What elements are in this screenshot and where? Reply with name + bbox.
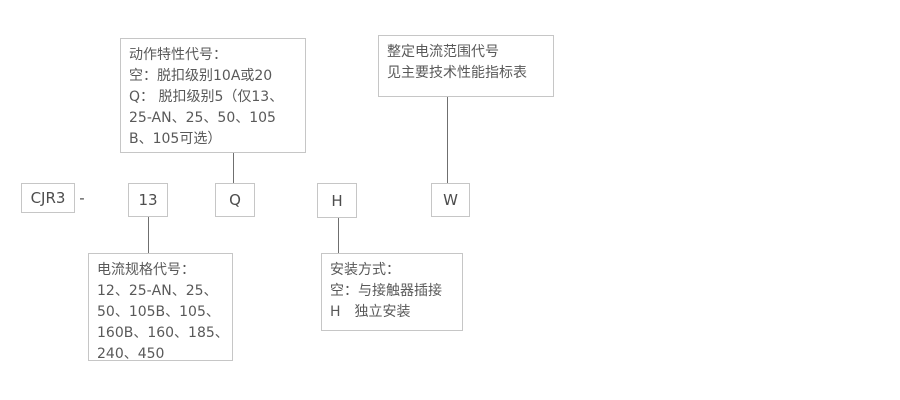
range-code-label: W <box>443 191 458 209</box>
code-box-model-prefix: CJR3 <box>21 183 75 213</box>
callout-mounting-type: 安装方式： 空：与接触器插接 H 独立安装 <box>321 253 463 331</box>
code-box-action: Q <box>215 183 255 217</box>
code-box-range: W <box>431 183 470 217</box>
model-separator: - <box>76 183 88 213</box>
callout-current-spec: 电流规格代号： 12、25-AN、25、 50、105B、105、 160B、1… <box>88 253 233 362</box>
callout-setting-current-range: 整定电流范围代号 见主要技术性能指标表 <box>378 35 554 97</box>
callout-text-line: 240、450 <box>97 346 165 362</box>
connector-action-to-q <box>233 153 234 183</box>
callout-text-line: Q： 脱扣级别5（仅13、 <box>129 89 284 105</box>
code-box-current-spec: 13 <box>128 183 168 217</box>
connector-range-to-w <box>447 97 448 183</box>
callout-text-line: 空：脱扣级别10A或20 <box>129 68 273 84</box>
connector-h-to-mounting <box>338 218 339 253</box>
callout-text-line: H 独立安装 <box>330 304 411 320</box>
callout-text-line: 安装方式： <box>330 262 400 278</box>
model-prefix-label: CJR3 <box>30 189 66 207</box>
callout-text-line: 50、105B、105、 <box>97 304 220 320</box>
current-spec-code-label: 13 <box>138 191 158 209</box>
code-box-mounting: H <box>317 183 357 218</box>
callout-action-characteristic: 动作特性代号： 空：脱扣级别10A或20 Q： 脱扣级别5（仅13、 25-AN… <box>120 38 306 153</box>
callout-text-line: 空：与接触器插接 <box>330 283 442 299</box>
callout-text-line: 动作特性代号： <box>129 47 227 63</box>
action-code-label: Q <box>229 191 241 209</box>
separator-label: - <box>79 189 85 207</box>
callout-text-line: 电流规格代号： <box>97 262 195 278</box>
connector-13-to-current-spec <box>148 217 149 253</box>
mounting-code-label: H <box>331 191 343 210</box>
callout-text-line: 整定电流范围代号 <box>387 44 499 60</box>
callout-text-line: 见主要技术性能指标表 <box>387 65 527 81</box>
callout-text-line: 160B、160、185、 <box>97 325 229 341</box>
callout-text-line: 12、25-AN、25、 <box>97 283 218 299</box>
callout-text-line: B、105可选） <box>129 131 222 147</box>
callout-text-line: 25-AN、25、50、105 <box>129 110 276 126</box>
